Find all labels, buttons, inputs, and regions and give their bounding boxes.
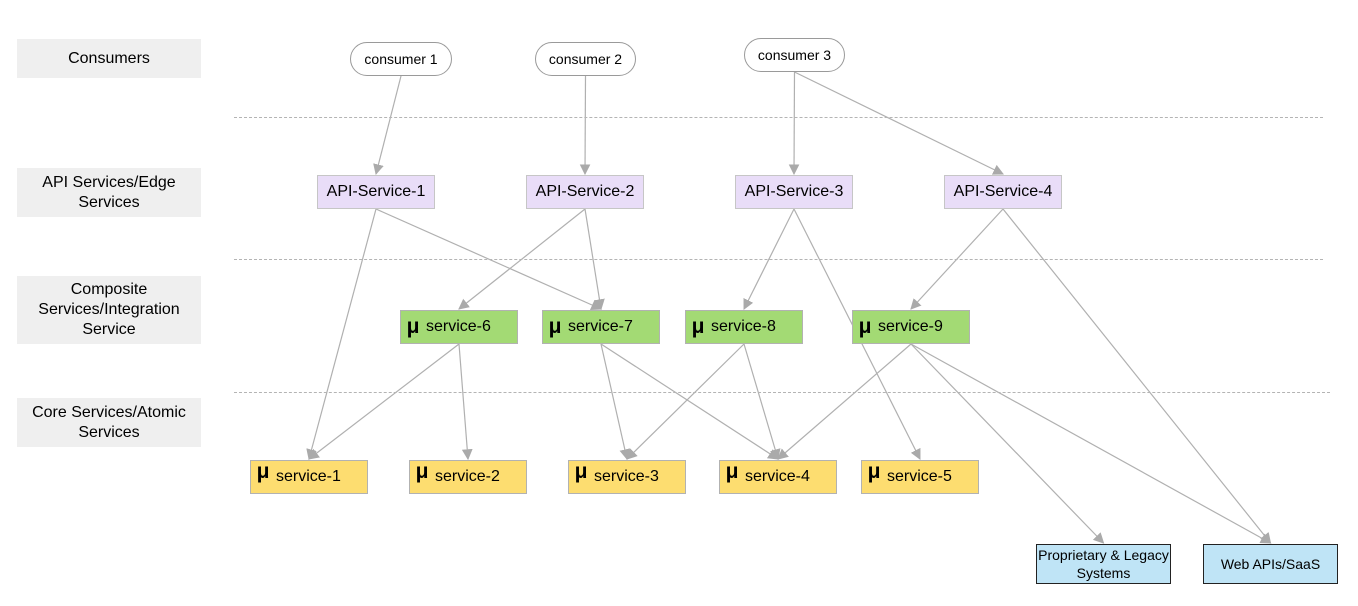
node-label: consumer 3 (757, 47, 832, 63)
service-6-node[interactable]: μ service-6 (400, 310, 518, 344)
node-label: API-Service-2 (535, 183, 635, 200)
microservice-icon: μ (691, 315, 705, 338)
web-apis-saas-node[interactable]: Web APIs/SaaS (1203, 544, 1338, 584)
node-label: service-2 (435, 468, 500, 485)
edge-s6-s2 (458, 343, 473, 461)
node-label: API-Service-4 (953, 183, 1053, 200)
edge-c1-a1 (373, 75, 402, 176)
edge-s7-s4 (600, 343, 779, 460)
node-label: service-5 (887, 468, 952, 485)
api-service-1-node[interactable]: API-Service-1 (317, 175, 435, 209)
lane-label-api-services: API Services/Edge Services (17, 168, 201, 217)
consumer-2-node[interactable]: consumer 2 (535, 42, 636, 76)
lane-separator (234, 392, 1330, 393)
node-label: API-Service-3 (744, 183, 844, 200)
consumer-1-node[interactable]: consumer 1 (350, 42, 452, 76)
lane-label-core-services: Core Services/Atomic Services (17, 398, 201, 447)
legacy-systems-node[interactable]: Proprietary & Legacy Systems (1036, 544, 1171, 584)
node-label: service-8 (711, 318, 776, 335)
node-label: Web APIs/SaaS (1220, 556, 1321, 572)
node-label: API-Service-1 (326, 183, 426, 200)
api-service-4-node[interactable]: API-Service-4 (944, 175, 1062, 209)
microservice-icon: μ (858, 315, 872, 338)
node-label: service-7 (568, 318, 633, 335)
service-4-node[interactable]: μ service-4 (719, 460, 837, 494)
node-label: service-3 (594, 468, 659, 485)
edge-c2-a2 (579, 75, 591, 176)
node-label: service-4 (745, 468, 810, 485)
service-2-node[interactable]: μ service-2 (409, 460, 527, 494)
node-label: service-6 (426, 318, 491, 335)
edge-s6-s1 (308, 343, 460, 460)
service-1-node[interactable]: μ service-1 (250, 460, 368, 494)
service-3-node[interactable]: μ service-3 (568, 460, 686, 494)
node-label: consumer 1 (364, 51, 438, 67)
edge-c3-a4 (794, 71, 1004, 175)
node-label: service-9 (878, 318, 943, 335)
edge-s9-legacy (910, 343, 1105, 544)
microservice-icon: μ (867, 460, 881, 483)
lane-label-consumers: Consumers (17, 39, 201, 78)
microservice-icon: μ (406, 315, 420, 338)
service-7-node[interactable]: μ service-7 (542, 310, 660, 344)
node-label: consumer 2 (548, 51, 623, 67)
edge-c3-a3 (788, 71, 800, 176)
edge-s8-s4 (743, 343, 781, 461)
lane-label-composite-services: Composite Services/Integration Service (17, 276, 201, 344)
microservice-icon: μ (725, 460, 739, 483)
edge-s9-s4 (777, 343, 912, 460)
edge-a1-s1 (306, 208, 377, 461)
edge-s9-web (910, 343, 1272, 544)
microservice-icon: μ (256, 460, 270, 483)
microservice-icon: μ (574, 460, 588, 483)
service-8-node[interactable]: μ service-8 (685, 310, 803, 344)
microservice-icon: μ (415, 460, 429, 483)
service-9-node[interactable]: μ service-9 (852, 310, 970, 344)
api-service-3-node[interactable]: API-Service-3 (735, 175, 853, 209)
node-label: service-1 (276, 468, 341, 485)
lane-separator (234, 259, 1323, 260)
service-5-node[interactable]: μ service-5 (861, 460, 979, 494)
edge-s8-s3 (626, 343, 745, 460)
edge-s7-s3 (600, 343, 631, 461)
node-label: Proprietary & Legacy Systems (1038, 547, 1169, 581)
microservice-icon: μ (548, 315, 562, 338)
consumer-3-node[interactable]: consumer 3 (744, 38, 845, 72)
lane-separator (234, 117, 1323, 118)
api-service-2-node[interactable]: API-Service-2 (526, 175, 644, 209)
